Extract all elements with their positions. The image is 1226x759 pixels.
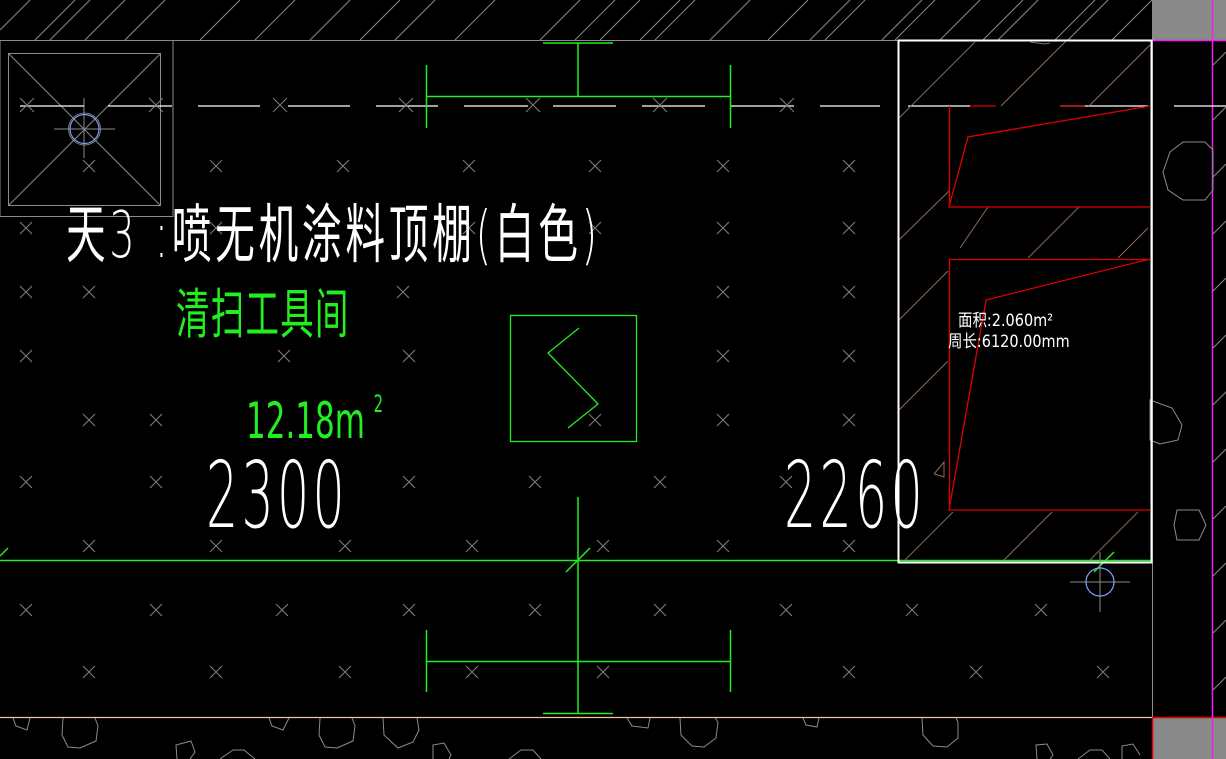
dimension-left[interactable]: 2300	[206, 442, 348, 549]
misc-brown-marks	[933, 41, 1051, 478]
top-right-panel	[1152, 0, 1226, 40]
z-break-symbol-icon[interactable]	[509, 314, 638, 443]
selection-perimeter-info: 周长:6120.00mm	[948, 332, 1070, 352]
top-wall-hatch	[0, 0, 1153, 41]
bottom-dimension-line	[0, 497, 1152, 715]
bottom-right-panel	[1152, 717, 1226, 759]
grid-point-markers	[19, 97, 1110, 679]
dimension-right[interactable]: 2260	[784, 442, 926, 549]
aggregate-octagons-right	[1149, 141, 1214, 541]
ceiling-spec-label[interactable]: 天3 :喷无机涂料顶棚(白色)	[66, 199, 601, 273]
room-polyline[interactable]	[948, 105, 1151, 511]
selection-area-info: 面积:2.060m²	[958, 311, 1054, 331]
top-dimension-line	[425, 42, 732, 128]
column-marker-icon-2	[1070, 552, 1130, 612]
room-area-unit-sup: 2	[373, 390, 384, 418]
selection-rectangle[interactable]	[897, 39, 1153, 564]
column-marker-icon	[54, 98, 115, 158]
room-name-label[interactable]: 清扫工具间	[176, 283, 350, 346]
selected-region-hatch	[898, 40, 1151, 561]
aggregate-octagons-bottom	[12, 717, 1141, 759]
room-area-value: 12.18m	[246, 392, 365, 450]
